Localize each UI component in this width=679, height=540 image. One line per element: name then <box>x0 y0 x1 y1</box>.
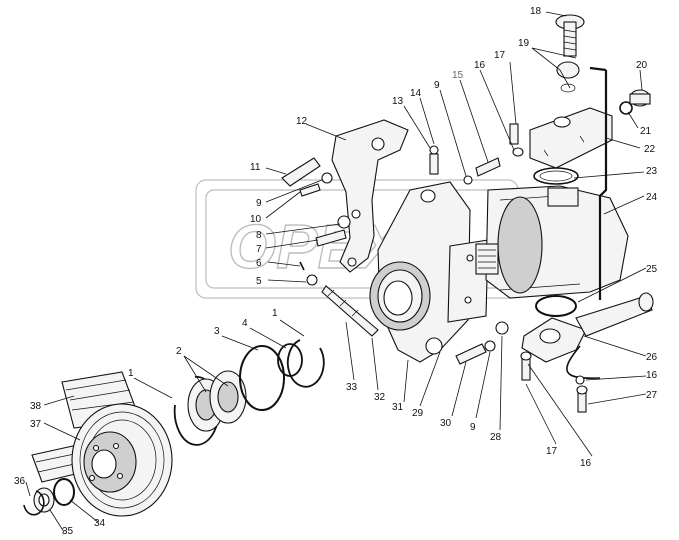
callout-34: 34 <box>94 518 106 529</box>
callout-20: 20 <box>636 60 648 71</box>
callout-2: 2 <box>176 346 182 357</box>
callout-22: 22 <box>644 144 656 155</box>
callout-36: 36 <box>14 476 26 487</box>
callout-31: 31 <box>392 402 404 413</box>
flange-assembly <box>521 292 654 380</box>
callout-11: 11 <box>250 162 261 173</box>
callout-28: 28 <box>490 432 502 443</box>
pulley-assembly <box>31 371 173 517</box>
callout-6: 6 <box>256 258 262 269</box>
callout-33: 33 <box>346 382 358 393</box>
leader-lines <box>25 11 647 533</box>
callout-9-top: 9 <box>434 80 440 91</box>
small-rings <box>23 478 75 516</box>
callout-8: 8 <box>256 230 262 241</box>
callout-16-bottom: 16 <box>580 458 592 469</box>
callout-21: 21 <box>640 126 652 137</box>
callout-23: 23 <box>646 166 658 177</box>
callout-16-top: 16 <box>474 60 486 71</box>
callout-32: 32 <box>374 392 386 403</box>
fasteners <box>281 123 588 413</box>
housing <box>369 181 489 363</box>
callout-13: 13 <box>392 96 404 107</box>
pump-body <box>475 185 629 299</box>
bracket <box>331 119 409 273</box>
callout-26: 26 <box>646 352 658 363</box>
callout-10: 10 <box>250 214 262 225</box>
callout-35: 35 <box>62 526 74 537</box>
callout-19: 19 <box>518 38 530 49</box>
callout-25: 25 <box>646 264 658 275</box>
callout-15: 15 <box>452 70 464 81</box>
callout-24: 24 <box>646 192 658 203</box>
callout-17-bottom: 17 <box>546 446 558 457</box>
bearing-stack <box>173 339 325 446</box>
callout-17-top: 17 <box>494 50 506 61</box>
callout-30: 30 <box>440 418 452 429</box>
callout-37: 37 <box>30 419 42 430</box>
callout-9-bottom: 9 <box>470 422 476 433</box>
callout-29: 29 <box>412 408 424 419</box>
callout-27: 27 <box>646 390 658 401</box>
callout-16-right: 16 <box>646 370 658 381</box>
callout-38: 38 <box>30 401 42 412</box>
callout-4: 4 <box>242 318 248 329</box>
watermark-text: OPEX <box>228 213 404 282</box>
callout-18: 18 <box>530 6 542 17</box>
callout-3: 3 <box>214 326 220 337</box>
callout-1-left: 1 <box>128 368 134 379</box>
callout-1-right: 1 <box>272 308 278 319</box>
callout-5: 5 <box>256 276 262 287</box>
callout-12: 12 <box>296 116 308 127</box>
callout-7: 7 <box>256 244 262 255</box>
callout-14: 14 <box>410 88 422 99</box>
callouts: 38 37 36 35 34 1 2 3 4 1 5 6 7 8 10 9 11… <box>14 6 658 537</box>
callout-9-left: 9 <box>256 198 262 209</box>
top-assembly <box>529 14 651 300</box>
